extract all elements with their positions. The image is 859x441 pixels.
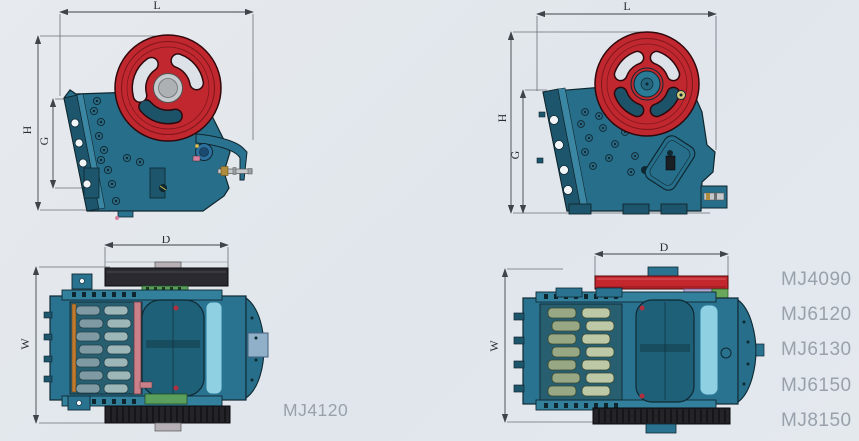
dimension-lines [501, 250, 729, 423]
dim-label-gape: G [37, 136, 51, 145]
crusher-top-body [43, 261, 269, 432]
top-view-left-drawing: D W [18, 236, 269, 432]
shaft-end [647, 266, 679, 277]
model-label: MJ8150 [781, 409, 852, 431]
model-label: MJ6120 [781, 304, 852, 326]
model-label: MJ4090 [781, 269, 852, 290]
tension-rod-box [700, 185, 728, 209]
pitman-drum [635, 299, 695, 403]
dim-label-width: W [487, 340, 501, 352]
mounting-feet [568, 203, 688, 215]
light-blue-cylinder [205, 301, 223, 395]
tension-rod [217, 166, 253, 176]
pitman-drum [141, 299, 205, 397]
dim-label-diameter: D [660, 240, 669, 254]
flywheel [594, 31, 700, 137]
pulley-band-bottom [592, 407, 731, 425]
dim-label-height: H [495, 113, 509, 122]
support-bracket [195, 133, 248, 181]
right-housing [737, 298, 757, 404]
side-view-right-drawing: L H G [495, 0, 728, 215]
left-knobs [513, 312, 525, 393]
dimension-lines [32, 241, 229, 424]
model-list: MJ4090 MJ6120 MJ6130 MJ6150 MJ8150 [781, 262, 857, 438]
body-bolts [89, 96, 145, 206]
adjustment-mechanism [192, 143, 213, 162]
light-blue-cylinder [699, 304, 719, 396]
model-label: MJ6150 [781, 374, 852, 396]
crusher-side-body [536, 79, 728, 215]
body-bolts [577, 108, 639, 176]
shaft-end-bottom [645, 423, 677, 434]
dimension-lines [34, 8, 254, 211]
jaw-holes [549, 115, 573, 195]
pink-liner [133, 301, 142, 395]
extension-lines [513, 16, 717, 214]
dimension-lines [507, 10, 717, 214]
shaft-end-bottom [154, 422, 182, 432]
crusher-top-body [513, 266, 765, 434]
dim-label-height: H [20, 125, 34, 134]
dim-label-length: L [623, 0, 630, 13]
flywheel [114, 34, 222, 142]
dim-label-length: L [153, 0, 160, 12]
flywheel-band-top [104, 267, 229, 287]
model-label: MJ6130 [781, 339, 852, 361]
top-view-right-drawing: D W [487, 240, 765, 434]
orange-liner [71, 303, 77, 393]
jaw-holes [70, 118, 92, 189]
dim-label-gape: G [508, 150, 522, 159]
dim-label-width: W [18, 338, 32, 350]
side-view-left-drawing: L H G [20, 0, 254, 220]
output-shaft-block [247, 332, 269, 358]
model-label-mj4120: MJ4120 [283, 400, 349, 420]
bearing-ring-bottom [144, 393, 188, 405]
pulley-band-bottom [104, 405, 231, 424]
dim-label-diameter: D [162, 236, 171, 246]
